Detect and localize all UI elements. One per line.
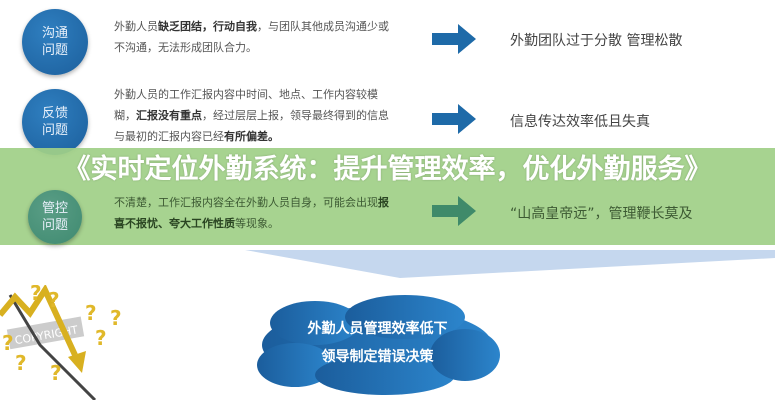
desc-control: 不清楚，工作汇报内容全在外勤人员自身，可能会出现报喜不报忧、夸大工作性质等现象。 [114, 196, 389, 230]
result-control: “山高皇帝远”，管理鞭长莫及 [510, 206, 693, 222]
result-communication: 外勤团队过于分散 管理松散 [510, 33, 683, 49]
page-title: 《实时定位外勤系统：提升管理效率，优化外勤服务》 [63, 154, 712, 185]
circle-communication: 沟通问题 [22, 9, 88, 75]
svg-text:?: ? [15, 351, 27, 375]
svg-text:?: ? [2, 331, 14, 355]
svg-text:?: ? [50, 361, 62, 385]
svg-text:?: ? [110, 306, 122, 330]
arrow-right-icon [432, 196, 476, 226]
cloud-shape [257, 295, 500, 395]
title-banner [0, 148, 775, 245]
arrow-right-icon [432, 24, 476, 54]
svg-text:?: ? [30, 285, 42, 305]
result-feedback: 信息传达效率低且失真 [510, 114, 650, 130]
svg-text:?: ? [48, 288, 60, 312]
circle-control: 管控问题 [28, 190, 82, 244]
arrow-right-icon [432, 104, 476, 134]
svg-text:?: ? [85, 301, 97, 325]
cloud-text: 外勤人员管理效率低下领导制定错误决策 [307, 321, 448, 365]
circle-feedback: 反馈问题 [22, 89, 88, 155]
svg-text:?: ? [95, 326, 107, 350]
decline-question-image: COPYRIGHT ???? ???? [0, 285, 122, 400]
desc-communication: 外勤人员缺乏团结，行动自我，与团队其他成员沟通少或不沟通，无法形成团队合力。 [114, 20, 389, 54]
desc-feedback: 外勤人员的工作汇报内容中时间、地点、工作内容较模糊，汇报没有重点，经过层层上报，… [114, 88, 389, 143]
funnel-shape [245, 250, 775, 278]
